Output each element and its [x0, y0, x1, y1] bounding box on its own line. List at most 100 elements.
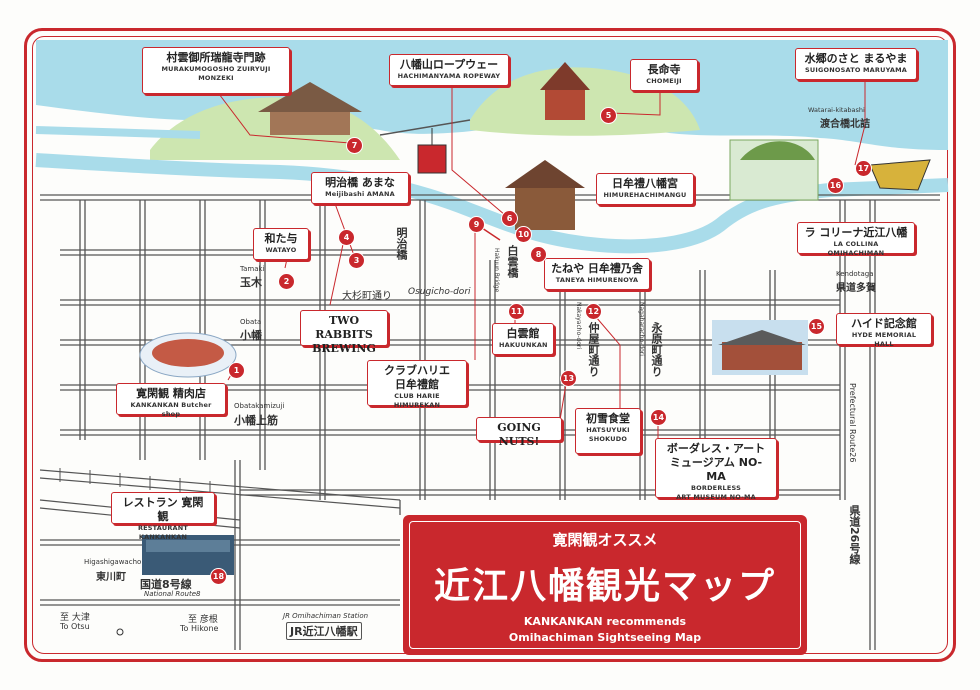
spot-17-jp: 水郷のさと まるやま — [804, 52, 908, 65]
spot-label-himure-shrine[interactable]: 日牟禮八幡宮 HIMUREHACHIMANGU — [596, 173, 694, 205]
spot-7-en: MURAKUMOGOSHO ZUIRYUJI — [161, 65, 271, 73]
pin-7[interactable]: 7 — [346, 137, 363, 154]
pin-2[interactable]: 2 — [278, 273, 295, 290]
place-watarai-en: Watarai-kitabashi — [808, 106, 865, 114]
pin-6[interactable]: 6 — [501, 210, 518, 227]
station-en: JR Omihachiman Station — [283, 612, 369, 620]
street-nakayacho-en: Nakayacho-dori — [575, 302, 582, 350]
spot-label-butcher[interactable]: 寛閑観 精肉店 KANKANKAN Butcher shop — [116, 383, 226, 418]
pin-15[interactable]: 15 — [808, 318, 825, 335]
pin-4[interactable]: 4 — [338, 229, 355, 246]
place-higashigawacho-en: Higashigawacho — [84, 558, 142, 566]
spot-label-goingnuts[interactable]: GOING NUTS! — [476, 417, 562, 448]
spot-5-en: CHOMEIJI — [646, 77, 682, 85]
spot-label-noma[interactable]: ボーダレス・アート ミュージアム NO-MA BORDERLESS ART MU… — [655, 438, 777, 501]
bridge-hakuunbashi-jp: 白雲橋 — [506, 245, 519, 278]
spot-15-en: HYDE MEMORIAL HALL — [851, 331, 917, 348]
spot-label-hyde[interactable]: ハイド記念館 HYDE MEMORIAL HALL — [836, 313, 932, 348]
place-obatakamizuji-jp: 小幡上筋 — [234, 414, 278, 427]
street-osugicho-en: Osugicho-dori — [408, 287, 471, 297]
spot-label-clubharie[interactable]: クラブハリエ 日牟禮館 CLUB HARIE HIMUREKAN — [367, 360, 467, 409]
ropeway-drawing — [379, 119, 471, 174]
direction-hikone-en: To Hikone — [180, 624, 219, 633]
spot-2-en: WATAYO — [265, 246, 297, 254]
pin-9[interactable]: 9 — [468, 216, 485, 233]
spot-14-en2: ART MUSEUM NO-MA — [676, 493, 756, 501]
spot-11-jp: 白雲館 — [506, 327, 540, 340]
spot-16-jp: ラ コリーナ近江八幡 — [804, 226, 908, 239]
boat-drawing — [869, 159, 931, 191]
spot-10-en: HIMUREHACHIMANGU — [603, 191, 687, 199]
pin-14[interactable]: 14 — [650, 409, 667, 426]
pin-3[interactable]: 3 — [348, 252, 365, 269]
spot-13-jp: GOING NUTS! — [497, 421, 541, 448]
hyde-hall-drawing — [712, 320, 808, 375]
map-title-panel: 寛閑観オススメ 近江八幡観光マップ KANKANKAN recommends O… — [403, 515, 807, 655]
spot-17-en: SUIGONOSATO MARUYAMA — [804, 66, 908, 74]
title-main: 近江八幡観光マップ — [433, 565, 776, 607]
spot-9-en: CLUB HARIE HIMUREKAN — [393, 392, 441, 409]
bridge-meijibashi: 明治橋 — [395, 227, 408, 260]
spot-12-en: HATSUYUKI — [586, 426, 630, 434]
spot-label-watayo[interactable]: 和た与 WATAYO — [253, 228, 309, 260]
spot-label-ropeway[interactable]: 八幡山ロープウェー HACHIMANYAMA ROPEWAY — [389, 54, 509, 86]
pin-18[interactable]: 18 — [210, 568, 227, 585]
pin-11[interactable]: 11 — [508, 303, 525, 320]
spot-label-two-rabbits[interactable]: TWO RABBITS BREWING — [300, 310, 388, 355]
spot-15-jp: ハイド記念館 — [851, 317, 917, 330]
spot-1-en: KANKANKAN Butcher shop — [130, 401, 212, 418]
spot-6-jp: 八幡山ロープウェー — [399, 58, 499, 71]
spot-2-jp: 和た与 — [264, 232, 298, 245]
zuiryuji-drawing — [258, 82, 362, 135]
spot-label-amana[interactable]: 明治橋 あまな Meijibashi AMANA — [311, 172, 409, 204]
spot-18-jp: レストラン 寛閑観 — [122, 496, 204, 523]
spot-6-en: HACHIMANYAMA ROPEWAY — [397, 72, 501, 80]
street-osugicho-jp: 大杉町通り — [342, 291, 392, 302]
place-tamaki-jp: 玉木 — [240, 276, 262, 289]
spot-label-chomeiji[interactable]: 長命寺 CHOMEIJI — [630, 59, 698, 91]
spot-14-jp: ボーダレス・アート — [666, 442, 766, 455]
meat-plate-drawing — [139, 332, 237, 378]
bridge-hakuunbashi-en: Hakuun Bridge — [493, 248, 500, 293]
direction-hikone-jp: 至 彦根 — [188, 615, 218, 625]
pin-8[interactable]: 8 — [530, 246, 547, 263]
road-kendo26: 県道26号線 — [848, 505, 861, 565]
spot-7-jp: 村雲御所瑞龍寺門跡 — [166, 51, 266, 64]
spot-label-maruyama[interactable]: 水郷のさと まるやま SUIGONOSATO MARUYAMA — [795, 48, 917, 80]
station-jp: JR近江八幡駅 — [286, 622, 362, 640]
title-en-line2: Omihachiman Sightseeing Map — [508, 631, 702, 644]
map-border — [24, 28, 956, 662]
road-route8-jp: 国道8号線 — [140, 578, 192, 591]
spot-label-taneya[interactable]: たねや 日牟禮乃舎 TANEYA HIMURENOYA — [544, 258, 650, 290]
spot-5-jp: 長命寺 — [647, 63, 681, 76]
street-nagaharacho-en: Nagaharacho-dori — [638, 302, 645, 356]
place-obata-jp: 小幡 — [240, 329, 262, 342]
pin-10[interactable]: 10 — [515, 226, 532, 243]
canal — [35, 153, 949, 254]
pin-13[interactable]: 13 — [560, 370, 577, 387]
place-kendotaga-jp: 県道多賀 — [836, 283, 876, 294]
spot-12-en2: SHOKUDO — [588, 435, 628, 443]
spot-3-jp: 明治橋 あまな — [325, 176, 395, 189]
spot-label-hakuunkan[interactable]: 白雲館 HAKUUNKAN — [492, 323, 554, 355]
spot-label-restaurant[interactable]: レストラン 寛閑観 RESTAURANT KANKANKAN — [111, 492, 215, 541]
restaurant-building-drawing — [142, 535, 234, 575]
title-subtitle: 寛閑観オススメ — [552, 531, 658, 549]
spot-8-en: TANEYA HIMURENOYA — [555, 276, 639, 284]
pin-1[interactable]: 1 — [228, 362, 245, 379]
pin-12[interactable]: 12 — [585, 303, 602, 320]
pin-16[interactable]: 16 — [827, 177, 844, 194]
place-watarai-jp: 渡合橋北詰 — [820, 119, 870, 130]
place-obatakamizuji-en: Obatakamizuji — [234, 402, 285, 410]
pin-5[interactable]: 5 — [600, 107, 617, 124]
spot-4-en: BREWING — [312, 342, 376, 355]
pin-17[interactable]: 17 — [855, 160, 872, 177]
spot-1-jp: 寛閑観 精肉店 — [136, 387, 206, 400]
spot-label-zuiryuji[interactable]: 村雲御所瑞龍寺門跡 MURAKUMOGOSHO ZUIRYUJI MONZEKI — [142, 47, 290, 94]
title-en-line1: KANKANKAN recommends — [523, 615, 687, 628]
spot-14-en: BORDERLESS — [691, 484, 741, 492]
himure-shrine-drawing — [505, 160, 585, 230]
spot-label-lacollina[interactable]: ラ コリーナ近江八幡 LA COLLINA OMIHACHIMAN — [797, 222, 915, 257]
spot-label-hatsuyuki[interactable]: 初雪食堂 HATSUYUKI SHOKUDO — [575, 408, 641, 454]
spot-3-en: Meijibashi AMANA — [325, 190, 395, 198]
